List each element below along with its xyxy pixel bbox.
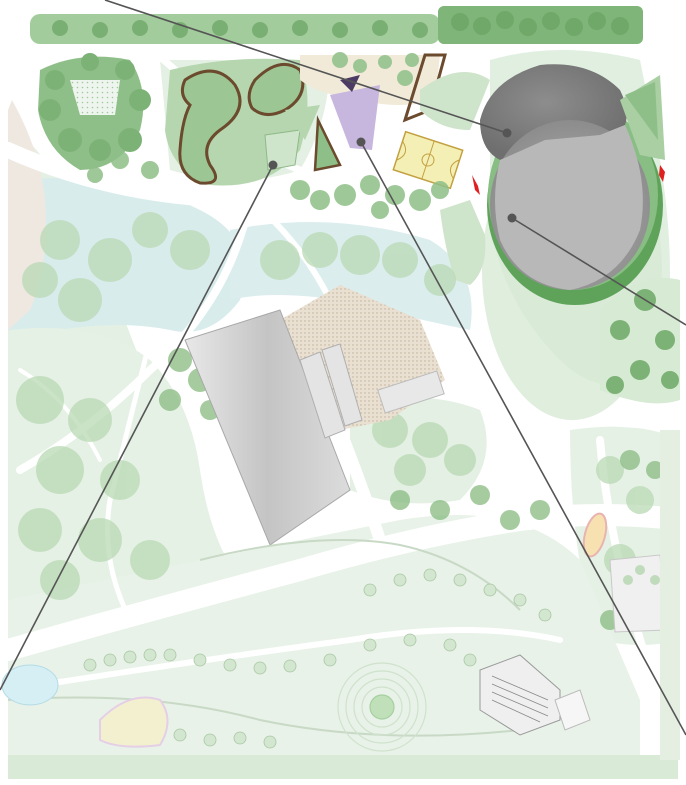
tree-canopy-icon xyxy=(87,151,449,219)
stadium-icon xyxy=(480,64,663,420)
flower-bed xyxy=(582,512,608,558)
marker-icon xyxy=(659,165,665,182)
bottom-hedge xyxy=(8,755,678,779)
top-tree-belt xyxy=(30,6,643,44)
marker-icon xyxy=(472,175,480,195)
dense-tree-clusters xyxy=(159,348,664,630)
right-edge-strip xyxy=(660,430,680,760)
triangle-beds xyxy=(264,105,342,172)
southern-tree-rows xyxy=(7,539,521,737)
flower-bed xyxy=(99,696,169,748)
north-west-garden xyxy=(38,53,151,170)
leader-lines xyxy=(0,0,686,736)
concentric-lawn-circle xyxy=(337,662,427,752)
basketball-court-icon xyxy=(392,130,464,190)
amphitheater-icon xyxy=(479,654,591,736)
east-plot xyxy=(609,554,666,633)
leader-dots xyxy=(268,128,517,223)
sports-hall-building xyxy=(184,309,363,546)
play-plaza xyxy=(300,52,447,150)
southern-small-trees xyxy=(83,568,552,749)
